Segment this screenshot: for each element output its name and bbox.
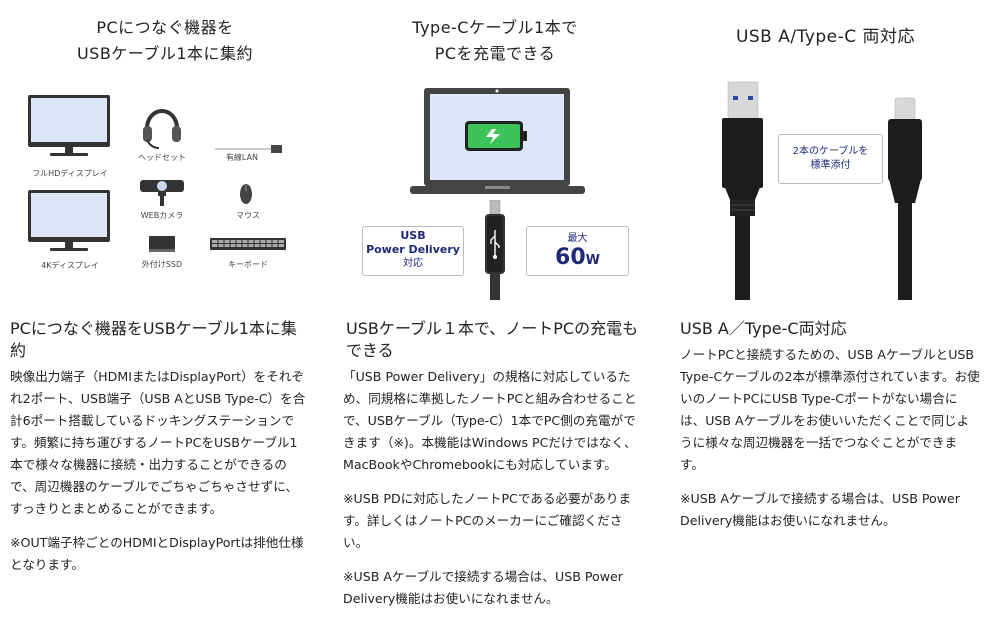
section-title: PCにつなぐ機器をUSBケーブル1本に集約 [10, 319, 297, 360]
badge-line: Power Delivery [366, 243, 460, 256]
section-body: 「USB Power Delivery」の規格に対応しているため、同規格に準拠し… [343, 366, 646, 622]
wattage-value: 60 [555, 245, 586, 270]
device-label: 4Kディスプレイ [41, 261, 99, 270]
section-title: USB A／Type-C両対応 [680, 319, 847, 338]
badge-line: 対応 [403, 258, 423, 269]
paragraph: 映像出力端子（HDMIまたはDisplayPort）をそれぞれ2ポート、USB端… [10, 369, 306, 516]
headset-icon [143, 109, 181, 149]
section-body: 映像出力端子（HDMIまたはDisplayPort）をそれぞれ2ポート、USB端… [10, 366, 310, 588]
image-title: Type-Cケーブル1本で PCを充電できる [330, 15, 660, 67]
webcam-icon [140, 180, 184, 206]
lan-cable-icon [215, 145, 282, 153]
device-label: 外付けSSD [141, 260, 183, 269]
keyboard-icon [210, 238, 286, 250]
usb-c-cable-icon [888, 97, 922, 300]
cables-included-badge: 2本のケーブルを 標準添付 [778, 134, 883, 184]
note: ※USB Aケーブルで接続する場合は、USB Power Delivery機能は… [343, 569, 623, 606]
battery-icon [465, 121, 527, 151]
note: ※OUT端子枠ごとのHDMIとDisplayPortは排他仕様となります。 [10, 535, 304, 572]
laptop-charging-icon [410, 88, 585, 194]
max-wattage-badge: 最大 60W [526, 226, 629, 276]
device-label: マウス [236, 211, 260, 220]
image-title-line: USB A/Type-C 両対応 [735, 27, 916, 47]
device-label: キーボード [228, 260, 268, 269]
badge-label: 最大 [567, 233, 588, 244]
badge-line: USB [400, 229, 426, 242]
ssd-icon [149, 236, 175, 252]
feature-column-docking: PCにつなぐ機器を USBケーブル1本に集約 フルHDディスプレイ ヘッドセット… [0, 0, 330, 627]
image-title: PCにつなぐ機器を USBケーブル1本に集約 [0, 15, 330, 67]
usb-a-cable-icon [722, 81, 763, 300]
image-title-line: Type-Cケーブル1本で [412, 18, 578, 37]
usb-c-cable-icon [485, 200, 505, 300]
device-label: 有線LAN [225, 153, 259, 162]
section-body: ノートPCと接続するための、USB AケーブルとUSB Type-Cケーブルの2… [680, 344, 980, 544]
device-label: ヘッドセット [138, 153, 186, 162]
image-title: USB A/Type-C 両対応 [660, 24, 991, 50]
paragraph: ノートPCと接続するための、USB AケーブルとUSB Type-Cケーブルの2… [680, 347, 980, 472]
feature-column-charging: Type-Cケーブル1本で PCを充電できる USB Power Deliver… [330, 0, 660, 627]
device-label: フルHDディスプレイ [32, 169, 108, 178]
monitor-icon [28, 95, 110, 156]
note: ※USB PDに対応したノートPCである必要があります。詳しくはノートPCのメー… [343, 491, 632, 550]
mouse-icon [240, 184, 252, 204]
image-title-line: USBケーブル1本に集約 [76, 44, 254, 63]
badge-line: 2本のケーブルを [792, 146, 869, 157]
note: ※USB Aケーブルで接続する場合は、USB Power Delivery機能は… [680, 491, 960, 528]
power-delivery-badge: USB Power Delivery 対応 [362, 226, 464, 276]
badge-line: 標準添付 [810, 160, 851, 171]
image-title-line: PCにつなぐ機器を [96, 18, 234, 37]
device-label: WEBカメラ [140, 211, 184, 220]
feature-column-usb-a-type-c: USB A/Type-C 両対応 2本のケーブルを 標準添付 USB A／Typ… [660, 0, 991, 627]
monitor-icon [28, 190, 110, 251]
paragraph: 「USB Power Delivery」の規格に対応しているため、同規格に準拠し… [343, 369, 637, 472]
image-title-line: PCを充電できる [434, 44, 556, 63]
section-title: USBケーブル１本で、ノートPCの充電もできる [346, 319, 639, 360]
wattage-unit: W [585, 253, 600, 268]
